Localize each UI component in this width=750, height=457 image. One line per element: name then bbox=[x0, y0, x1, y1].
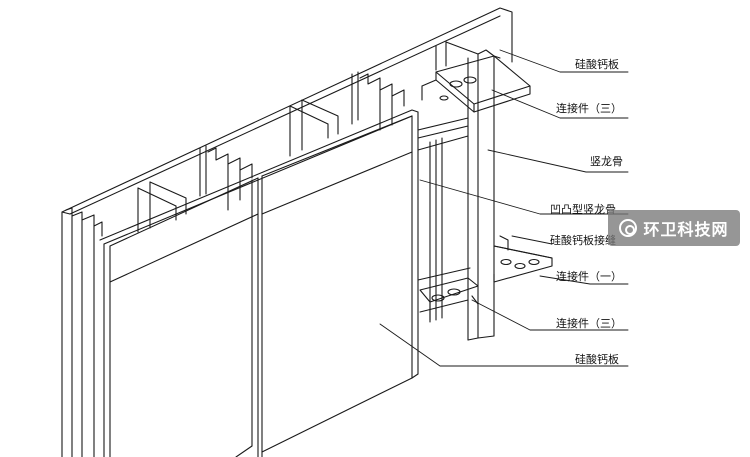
leader-lines bbox=[379, 49, 629, 367]
label-board-joint: 硅酸钙板接缝 bbox=[550, 234, 616, 247]
inner-studs bbox=[429, 137, 443, 323]
connector-3-top bbox=[417, 55, 531, 151]
label-concave-convex-keel: 凹凸型竖龙骨 bbox=[550, 203, 616, 216]
front-calcium-silicate-boards bbox=[103, 111, 419, 457]
back-calcium-silicate-board bbox=[61, 7, 513, 457]
concave-convex-keel-profiles bbox=[65, 41, 479, 457]
label-board-top: 硅酸钙板 bbox=[575, 58, 619, 71]
watermark-logo-icon bbox=[619, 219, 638, 237]
label-connector1: 连接件（一） bbox=[556, 270, 622, 283]
label-connector3-bottom: 连接件（三） bbox=[556, 317, 622, 330]
watermark: 环卫科技网 bbox=[608, 210, 740, 246]
connector-1-bottom bbox=[417, 235, 553, 321]
label-connector3-top: 连接件（三） bbox=[556, 102, 622, 115]
label-vertical-keel: 竖龙骨 bbox=[590, 155, 623, 168]
watermark-text: 环卫科技网 bbox=[643, 220, 729, 239]
label-board-bottom: 硅酸钙板 bbox=[575, 353, 619, 366]
